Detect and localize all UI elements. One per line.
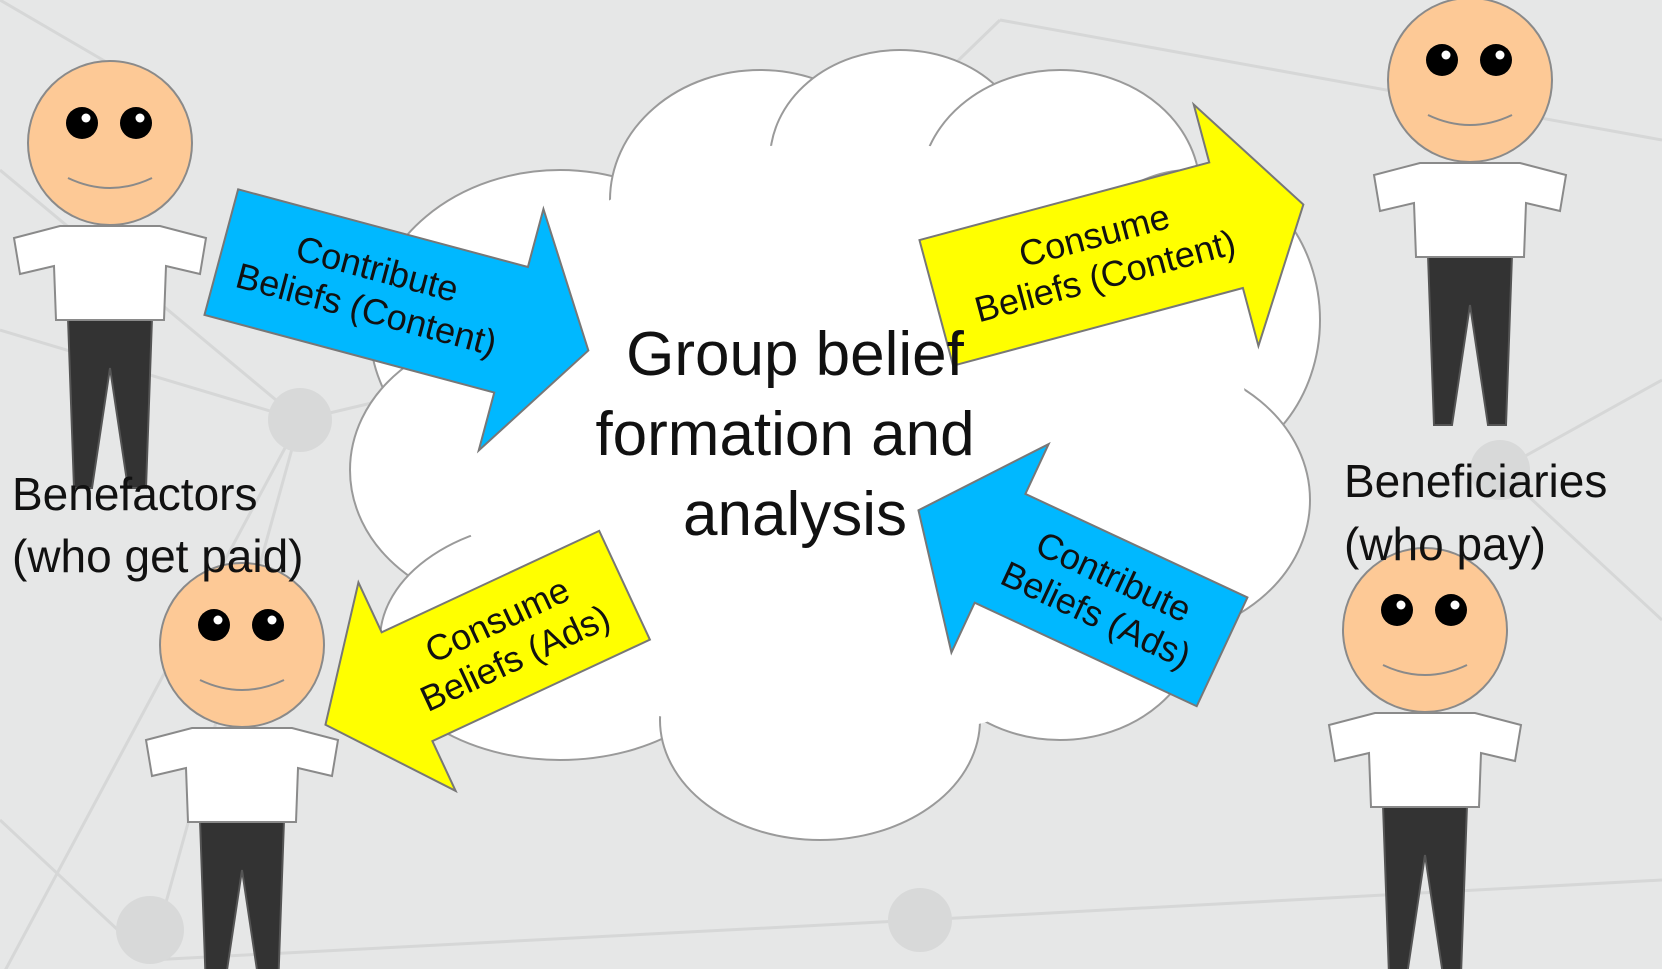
arrow-consume-ads-shape <box>324 529 652 794</box>
center-title-line1: Group belief <box>626 320 965 389</box>
benefactors-label-line2: (who get paid) <box>12 530 304 582</box>
arrow-consume-content-shape <box>918 101 1305 367</box>
beneficiaries-label: Beneficiaries (who pay) <box>1344 455 1607 570</box>
beneficiary-person-top <box>1373 0 1567 426</box>
center-title: Group belief formation and analysis <box>595 320 974 549</box>
benefactor-person-top <box>13 60 207 489</box>
center-title-line2: formation and <box>595 400 974 469</box>
benefactors-label-line1: Benefactors <box>12 468 257 520</box>
beneficiary-person-bottom <box>1328 547 1522 969</box>
arrow-consume-content: Consume Beliefs (Content) <box>918 101 1305 367</box>
benefactors-label: Benefactors (who get paid) <box>12 468 304 582</box>
arrow-contribute-ads: Contribute Beliefs (Ads) <box>917 441 1249 708</box>
arrow-contribute-content-shape <box>203 188 590 454</box>
beneficiaries-label-line1: Beneficiaries <box>1344 455 1607 507</box>
arrow-contribute-ads-shape <box>917 441 1249 708</box>
center-title-line3: analysis <box>683 480 907 549</box>
beneficiaries-label-line2: (who pay) <box>1344 518 1546 570</box>
background-nodes <box>116 388 1530 964</box>
